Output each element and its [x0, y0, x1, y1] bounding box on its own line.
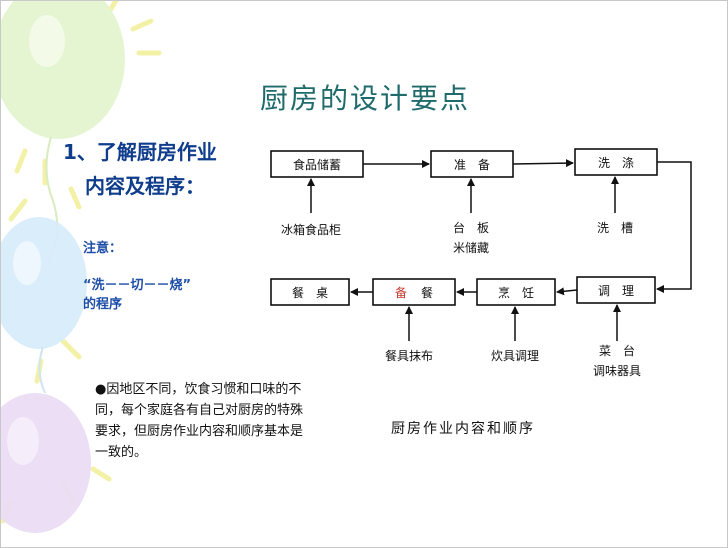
box-wash — [574, 148, 658, 176]
note-text: “洗－－切－－烧” 的程序 — [83, 276, 191, 314]
label-counter-line2: 米储藏 — [453, 240, 489, 255]
diagram-caption: 厨房作业内容和顺序 — [391, 421, 535, 437]
kitchen-flow-diagram: 食品储蓄 准 备 洗 涤 餐 桌 备 餐 烹 饪 调 理 冰箱食品柜 台 板 米… — [270, 148, 692, 378]
bullet-line4: 一致的。 — [95, 445, 148, 460]
box-food-storage-label: 食品储蓄 — [293, 157, 341, 172]
section-heading-line2: 内容及程序： — [85, 174, 205, 198]
box-serve-label-left: 备 — [395, 286, 407, 300]
label-counter-line1: 台 板 — [453, 220, 489, 235]
arrow-season-to-cook — [556, 287, 578, 296]
box-dining-table — [270, 278, 350, 306]
box-prepare-label: 准 备 — [454, 158, 490, 172]
arrow-wash-to-season — [656, 161, 692, 293]
box-food-storage — [270, 150, 364, 178]
box-cook-label: 烹 饪 — [498, 285, 534, 300]
label-tableware: 餐具抹布 — [385, 348, 433, 363]
box-serve-label-right: 餐 — [421, 285, 433, 300]
bullet-line2: 同，每个家庭各有自己对厨房的特殊 — [95, 403, 304, 418]
note-text-line1: “洗－－切－－烧” — [83, 278, 192, 293]
box-season-label: 调 理 — [598, 284, 634, 298]
section-heading: 1、了解厨房作业 内容及程序： — [63, 135, 217, 203]
label-fridge: 冰箱食品柜 — [281, 222, 341, 237]
label-seasoning: 调味器具 — [593, 364, 641, 378]
bullet-paragraph: ●因地区不同，饮食习惯和口味的不 同，每个家庭各有自己对厨房的特殊 要求，但厨房… — [95, 379, 357, 463]
box-serve — [372, 278, 456, 306]
bullet-line1: ●因地区不同，饮食习惯和口味的不 — [95, 382, 302, 397]
box-season — [576, 276, 656, 304]
box-prepare — [430, 150, 514, 178]
box-cook — [476, 278, 556, 306]
section-heading-line1: 1、了解厨房作业 — [63, 140, 217, 164]
balloon-purple — [1, 393, 91, 533]
note-text-line2: 的程序 — [83, 297, 123, 312]
box-wash-label: 洗 涤 — [598, 156, 634, 170]
box-dining-table-label: 餐 桌 — [292, 285, 328, 300]
label-veg-counter: 菜 台 — [599, 343, 635, 358]
bullet-line3: 要求，但厨房作业内容和顺序基本是 — [95, 424, 304, 439]
label-sink: 洗 槽 — [597, 221, 633, 235]
label-cookware: 炊具调理 — [491, 349, 539, 363]
balloon-green — [1, 1, 125, 139]
balloon-blue — [1, 217, 87, 349]
arrow-prepare-to-wash — [512, 159, 574, 168]
page-title: 厨房的设计要点 — [259, 82, 470, 115]
note-label: 注意： — [83, 241, 123, 256]
